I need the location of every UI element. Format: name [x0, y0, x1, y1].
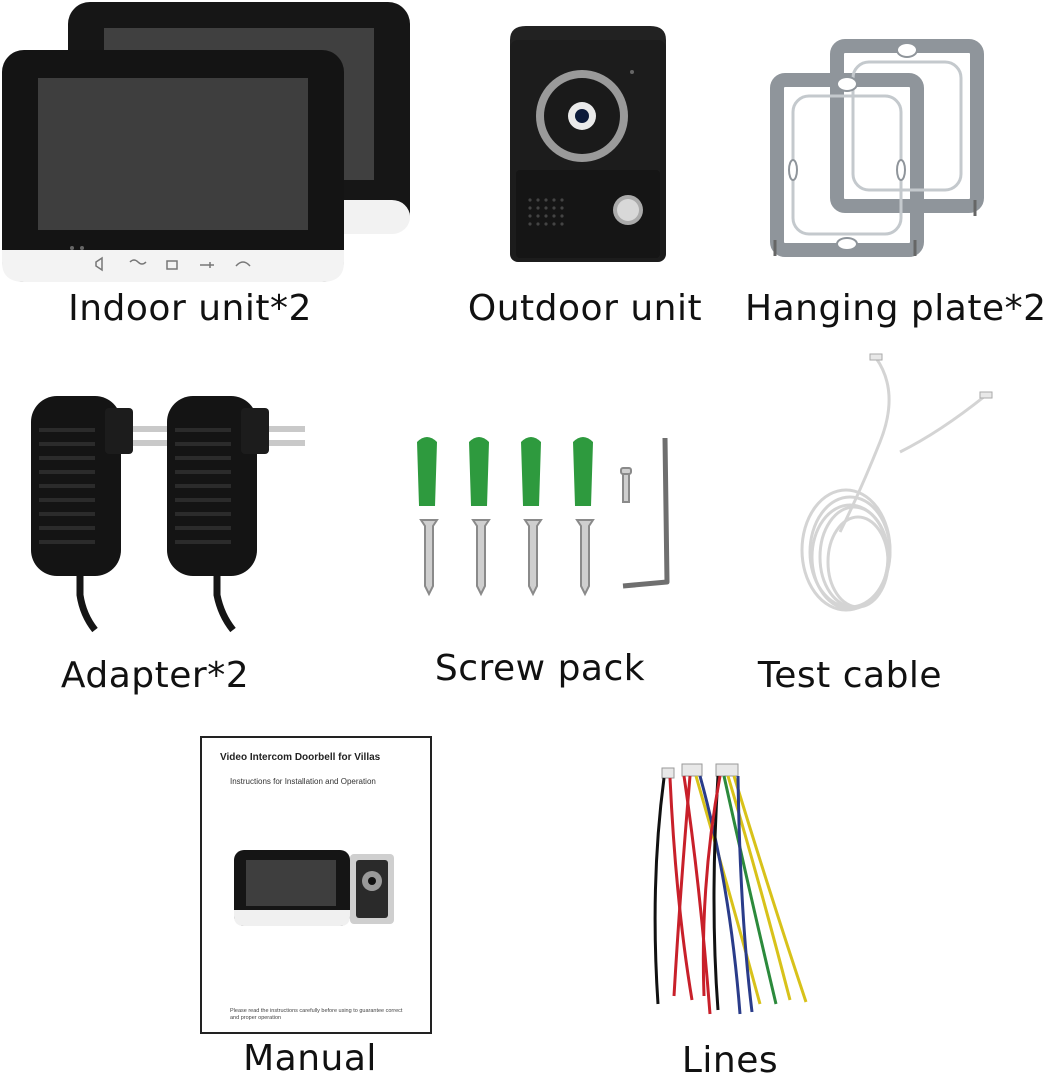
screw-pack-icon: [417, 437, 670, 597]
adapter-label: Adapter*2: [60, 655, 250, 696]
wire-bundle-icon: [653, 763, 808, 1015]
hanging-plate-icon: [770, 39, 984, 257]
indoor-unit-label: Indoor unit*2: [68, 288, 312, 329]
manual-footer: Please read the instructions carefully b…: [230, 1008, 403, 1021]
screw-pack-label: Screw pack: [434, 648, 646, 689]
manual-booklet-icon: [200, 736, 432, 1034]
indoor-monitor-icon: [2, 2, 410, 282]
power-adapter-icon: [31, 396, 305, 633]
outdoor-unit-label: Outdoor unit: [467, 288, 703, 329]
manual-subtitle: Instructions for Installation and Operat…: [230, 777, 376, 786]
lines-label: Lines: [681, 1040, 779, 1081]
manual-title: Video Intercom Doorbell for Villas: [220, 752, 381, 763]
test-cable-label: Test cable: [757, 655, 943, 696]
outdoor-camera-icon: [510, 26, 666, 262]
hanging-plate-label: Hanging plate*2: [745, 288, 1047, 329]
cable-coil-icon: [800, 353, 993, 612]
manual-label: Manual: [243, 1038, 377, 1079]
